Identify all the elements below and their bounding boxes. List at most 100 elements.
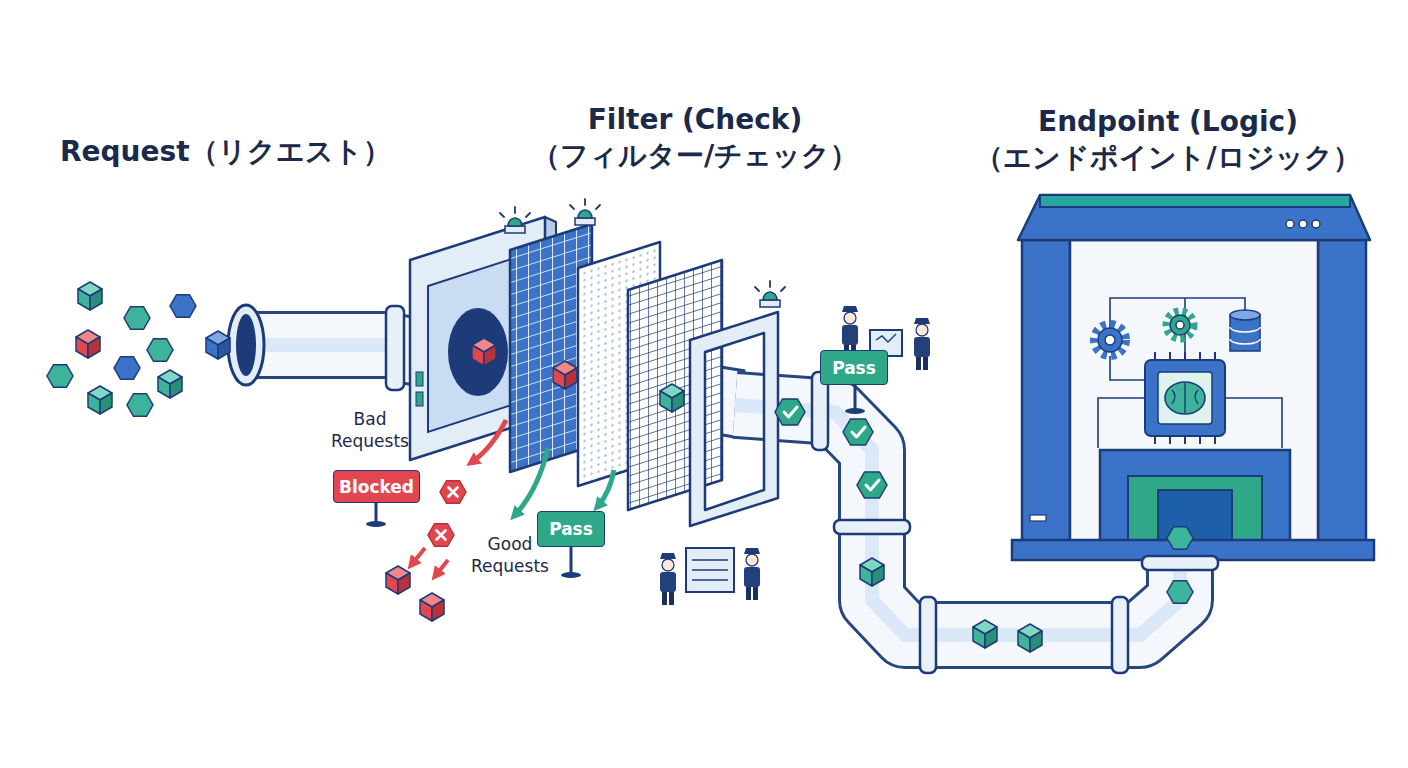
pipe-flange xyxy=(920,597,936,673)
request-hex xyxy=(124,307,150,330)
callout-label: Good Requests xyxy=(460,533,560,577)
pass-arrow xyxy=(598,470,614,506)
sign-text: Pass xyxy=(549,519,593,539)
check-hex xyxy=(843,419,873,445)
sign-text: Blocked xyxy=(339,477,414,497)
circuit-line xyxy=(1098,298,1282,448)
machine-column xyxy=(1318,240,1366,542)
stage-region: Filter (Check) （フィルター/チェック） xyxy=(400,90,735,525)
reject-hex xyxy=(428,524,454,547)
gear-teeth xyxy=(1094,324,1126,356)
stage-heading: Filter (Check) （フィルター/チェック） xyxy=(525,102,865,174)
indicator-light xyxy=(416,372,423,386)
machine-lid xyxy=(1018,195,1370,240)
gear-icon xyxy=(1170,315,1190,335)
blocked-cube xyxy=(472,338,496,366)
sign-post xyxy=(854,385,857,410)
request-hex xyxy=(127,394,153,417)
reject-arrow xyxy=(472,420,506,462)
scanner-opening xyxy=(448,308,508,396)
check-gate xyxy=(690,312,778,526)
pipe-opening xyxy=(236,314,256,376)
fine-grid-filter xyxy=(628,260,722,510)
passed-cube xyxy=(660,384,684,412)
pipe-flange xyxy=(386,306,404,390)
request-cube xyxy=(158,370,182,398)
sign-board: Pass xyxy=(820,350,888,385)
reject-arrow xyxy=(412,548,425,564)
beacon-light xyxy=(500,207,530,233)
scanner-desk xyxy=(686,548,734,592)
request-cube xyxy=(76,330,100,358)
rejected-cube xyxy=(420,593,444,621)
brain-folds xyxy=(1172,383,1198,413)
status-dot xyxy=(1299,220,1307,228)
reject-hex xyxy=(440,481,466,504)
blocked-cube xyxy=(553,361,577,389)
request-hex xyxy=(170,295,196,318)
check-hex xyxy=(775,399,805,425)
chip-icon xyxy=(1145,360,1225,436)
rejected-cube xyxy=(386,566,410,594)
scanner-belt xyxy=(692,560,728,580)
callout-label: Bad Requests xyxy=(320,408,420,452)
gear-teeth xyxy=(1166,311,1194,339)
machine-column xyxy=(1022,240,1070,542)
machine-lid-strip xyxy=(1040,195,1350,207)
machine-door-frame xyxy=(1100,450,1290,542)
stage-heading: Endpoint (Logic) （エンドポイント/ロジック） xyxy=(968,104,1368,176)
gear-hole xyxy=(1105,335,1115,345)
machine-door xyxy=(1128,476,1262,542)
pipe-outline xyxy=(250,311,400,379)
gear-icon xyxy=(1098,328,1122,352)
database-top xyxy=(1230,310,1260,320)
gear-hole xyxy=(1176,321,1184,329)
foreground-layer xyxy=(47,199,1218,673)
request-hex xyxy=(147,339,173,362)
sign-board: Blocked xyxy=(333,470,420,503)
terminal-display xyxy=(876,334,896,342)
request-hex xyxy=(114,357,140,380)
stage-heading: Request（リクエスト） xyxy=(60,134,391,170)
machine-slot xyxy=(1030,515,1046,521)
database-band xyxy=(1230,327,1260,344)
stage-region: Endpoint (Logic) （エンドポイント/ロジック） xyxy=(1010,100,1370,560)
machine-panel xyxy=(1070,240,1318,542)
guard-figure xyxy=(744,548,760,600)
passed-hex xyxy=(1167,581,1193,604)
sign-text: Pass xyxy=(832,358,876,378)
pipe-flange xyxy=(1112,597,1128,673)
pipe-flange xyxy=(1142,556,1218,570)
request-cube xyxy=(206,331,230,359)
indicator-light xyxy=(416,392,423,406)
reject-arrow xyxy=(436,560,448,575)
pipe-body xyxy=(250,314,400,376)
brain-icon xyxy=(1165,382,1205,414)
pipe-connector xyxy=(250,344,400,345)
sign-base xyxy=(561,572,581,578)
sign-post xyxy=(570,547,573,574)
passed-hex xyxy=(1167,527,1193,550)
stage-region: Request（リクエスト） xyxy=(40,120,250,430)
sign-base xyxy=(845,408,865,414)
request-hex xyxy=(47,365,73,388)
guard-figure xyxy=(660,553,676,605)
passed-cube xyxy=(973,620,997,648)
chip-core xyxy=(1158,372,1212,424)
pipe-mouth xyxy=(228,305,264,385)
pass-arrow xyxy=(515,448,548,515)
request-cube xyxy=(78,282,102,310)
passed-cube xyxy=(1018,624,1042,652)
beacon-light xyxy=(570,199,600,225)
status-dot xyxy=(1312,220,1320,228)
beacon-light xyxy=(755,281,785,307)
pipe-flange xyxy=(834,520,910,534)
sign-base xyxy=(366,521,386,527)
status-dot xyxy=(1286,220,1294,228)
sign-board: Pass xyxy=(537,511,605,547)
passed-cube xyxy=(860,558,884,586)
sign-post xyxy=(375,503,378,523)
check-hex xyxy=(857,472,887,498)
request-cube xyxy=(88,386,112,414)
guard-figure xyxy=(914,318,930,370)
